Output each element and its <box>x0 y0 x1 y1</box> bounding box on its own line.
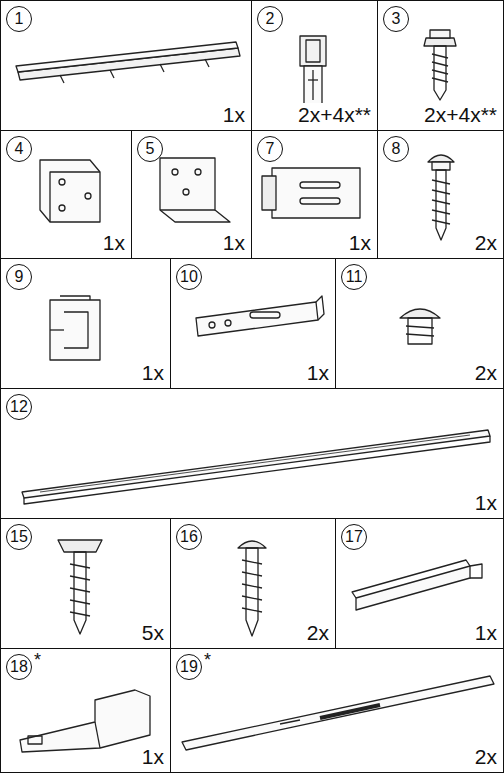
part-cell: 16 2x <box>170 518 336 649</box>
bracket-part <box>40 160 100 222</box>
part-cell: 15 5x <box>0 518 171 649</box>
part-cell: 3 2x+4x** <box>377 0 504 131</box>
part-cell: 8 2x <box>377 130 504 259</box>
quantity-text: 2x+4x** <box>422 103 497 127</box>
callout-number: 10 <box>176 264 202 290</box>
quantity-text: 1x <box>305 361 329 385</box>
quantity-text: 2x <box>473 361 497 385</box>
part-cell: 5 1x <box>131 130 252 259</box>
strip-part <box>22 430 490 504</box>
part-cell: 1 1x <box>0 0 252 131</box>
long-bar-part <box>182 676 494 750</box>
quantity-text: 1x <box>101 231 125 255</box>
part-cell: 10 1x <box>170 258 336 389</box>
part-cell: 19* 2x <box>170 648 504 773</box>
quantity-text: 1x <box>347 231 371 255</box>
callout-number: 18 <box>6 654 32 680</box>
part-cell: 2 2x+4x** <box>251 0 378 131</box>
callout-number: 2 <box>257 6 283 32</box>
quantity-text: 1x <box>473 621 497 645</box>
part-cell: 4 1x <box>0 130 132 259</box>
slide-plate-part <box>262 168 360 218</box>
screw-part <box>428 155 454 240</box>
bracket-part <box>160 158 230 222</box>
screw-part <box>424 30 456 100</box>
end-piece-part <box>20 690 150 752</box>
quantity-text: 1x <box>140 745 164 769</box>
clip-part <box>50 296 100 360</box>
rail-part <box>16 42 240 83</box>
quantity-text: 5x <box>140 621 164 645</box>
quantity-text: 2x+4x** <box>296 103 371 127</box>
footnote-mark: * <box>34 650 41 670</box>
quantity-text: 1x <box>140 361 164 385</box>
bolt-part <box>400 309 440 344</box>
callout-number: 9 <box>6 264 32 290</box>
callout-number: 5 <box>137 136 163 162</box>
part-cell: 11 2x <box>335 258 504 389</box>
part-cell: 9 1x <box>0 258 171 389</box>
screw-part <box>58 540 102 634</box>
quantity-text: 1x <box>221 231 245 255</box>
callout-number: 4 <box>6 136 32 162</box>
part-cell: 18* 1x <box>0 648 171 773</box>
part-cell: 7 1x <box>251 130 378 259</box>
callout-number: 15 <box>6 524 32 550</box>
callout-number: 1 <box>6 6 32 32</box>
footnote-mark: * <box>204 650 211 670</box>
quantity-text: 2x <box>473 231 497 255</box>
plate-bar-part <box>196 296 324 336</box>
quantity-text: 2x <box>305 621 329 645</box>
quantity-text: 2x <box>473 745 497 769</box>
screw-part <box>238 541 266 636</box>
quantity-text: 1x <box>473 491 497 515</box>
callout-number: 3 <box>383 6 409 32</box>
callout-number: 12 <box>6 394 32 420</box>
callout-number: 16 <box>176 524 202 550</box>
callout-number: 17 <box>341 524 367 550</box>
clip-part <box>300 36 326 104</box>
callout-number: 8 <box>383 136 409 162</box>
callout-number: 11 <box>341 264 367 290</box>
callout-number: 19 <box>176 654 202 680</box>
quantity-text: 1x <box>221 103 245 127</box>
channel-part <box>352 560 482 610</box>
part-cell: 17 1x <box>335 518 504 649</box>
callout-number: 7 <box>257 136 283 162</box>
part-cell: 12 1x <box>0 388 504 519</box>
